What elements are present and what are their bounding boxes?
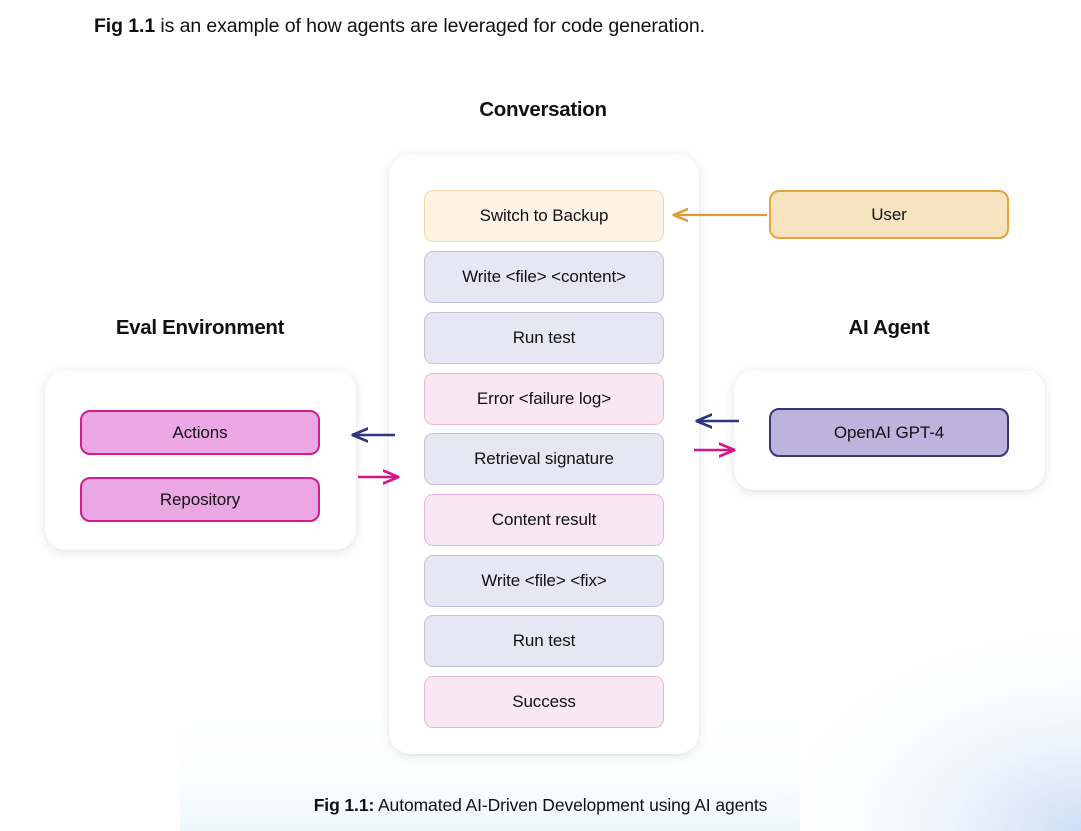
caption-body: Automated AI-Driven Development using AI…: [374, 795, 768, 815]
heading-eval-environment: Eval Environment: [115, 316, 285, 339]
figure-caption: Fig 1.1: Automated AI-Driven Development…: [0, 795, 1081, 816]
conversation-message-write-file-content[interactable]: Write <file> <content>: [424, 251, 664, 303]
conversation-message-error-failure-log[interactable]: Error <failure log>: [424, 373, 664, 425]
conversation-message-run-test-1[interactable]: Run test: [424, 312, 664, 364]
conversation-message-write-file-fix[interactable]: Write <file> <fix>: [424, 555, 664, 607]
background-gradient-corner: [651, 531, 1081, 831]
eval-item-repository[interactable]: Repository: [80, 477, 320, 522]
eval-item-actions[interactable]: Actions: [80, 410, 320, 455]
heading-ai-agent: AI Agent: [848, 316, 930, 339]
conversation-message-run-test-2[interactable]: Run test: [424, 615, 664, 667]
intro-text: Fig 1.1 is an example of how agents are …: [94, 11, 705, 41]
intro-body: is an example of how agents are leverage…: [155, 15, 705, 37]
conversation-message-content-result[interactable]: Content result: [424, 494, 664, 546]
conversation-message-success[interactable]: Success: [424, 676, 664, 728]
ai-agent-model-node[interactable]: OpenAI GPT-4: [769, 408, 1009, 457]
user-node[interactable]: User: [769, 190, 1009, 239]
conversation-message-switch-to-backup[interactable]: Switch to Backup: [424, 190, 664, 242]
caption-fig-label: Fig 1.1:: [313, 795, 375, 815]
conversation-message-retrieval-signature[interactable]: Retrieval signature: [424, 433, 664, 485]
intro-fig-label: Fig 1.1: [94, 15, 156, 37]
heading-conversation: Conversation: [479, 98, 607, 121]
eval-environment-panel: [45, 370, 356, 550]
